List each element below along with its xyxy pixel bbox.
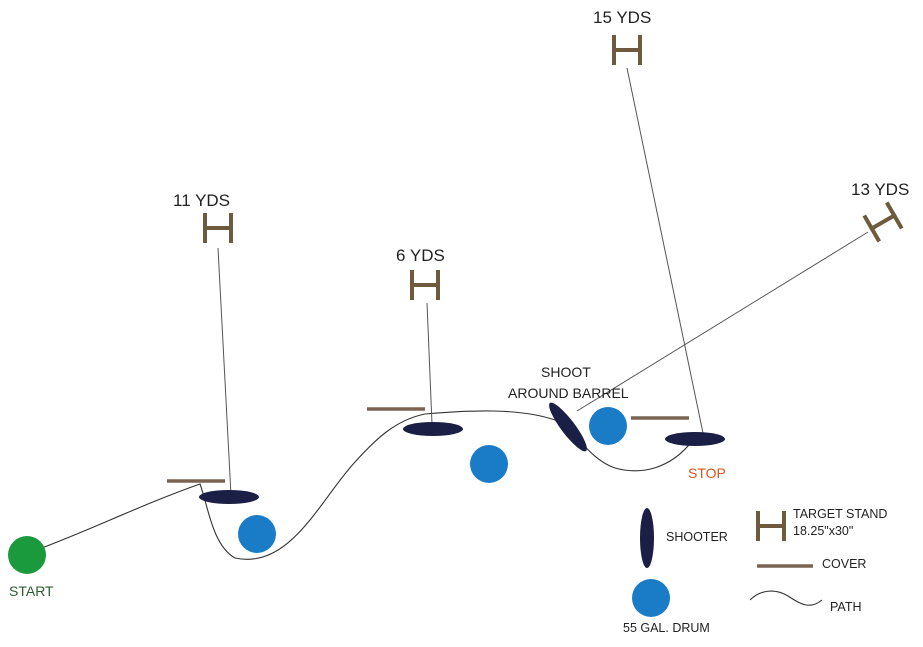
shoot-around-label-line2: AROUND BARREL [508,385,629,401]
shooter-position-2 [403,422,463,436]
target-stand-13yds [862,201,904,243]
shooter-position-1 [199,490,259,504]
shoot-around-label-line1: SHOOT [541,364,591,380]
sight-line-15yds [626,67,704,434]
start-marker [8,536,46,574]
legend: TARGET STAND 18.25"x30" SHOOTER COVER PA… [623,507,887,635]
legend-path-icon [749,590,823,606]
legend-target-stand-label: TARGET STAND [793,507,887,521]
sight-line-13yds [576,231,869,412]
legend-cover-label: COVER [822,557,866,571]
legend-path-label: PATH [830,600,861,614]
target-distance-13yds: 13 YDS [851,180,909,199]
stop-label: STOP [688,465,726,481]
drum-2 [470,445,508,483]
legend-shooter-icon [640,508,654,568]
legend-drum-label: 55 GAL. DRUM [623,621,710,635]
movement-path [27,410,694,560]
shooter-position-4 [665,432,725,446]
drum-1 [238,515,276,553]
target-stand-11yds [203,213,233,243]
drum-3 [589,407,627,445]
target-stand-15yds [612,35,642,65]
sight-line-6yds [426,302,433,425]
start-label: START [9,583,54,599]
legend-shooter-label: SHOOTER [666,530,728,544]
legend-target-stand-size: 18.25"x30" [793,524,853,538]
sight-line-11yds [217,247,232,496]
shooter-position-3 [549,402,587,452]
legend-target-stand-icon [756,511,786,541]
target-distance-11yds: 11 YDS [173,191,230,210]
legend-drum-icon [632,579,670,617]
target-distance-6yds: 6 YDS [396,246,445,265]
target-distance-15yds: 15 YDS [593,8,651,27]
target-stand-6yds [410,270,440,300]
